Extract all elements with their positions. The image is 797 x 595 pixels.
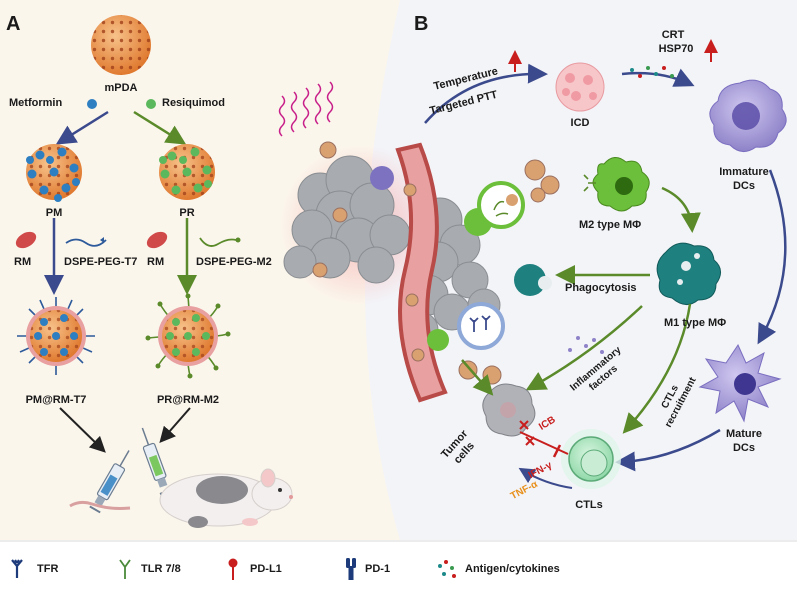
- arrow-immature-to-mature-dc: [757, 169, 787, 345]
- t7-peptide-icon: [65, 238, 107, 247]
- panel-b-label: B: [414, 13, 429, 35]
- immature-dc-cell: [709, 79, 787, 152]
- pd-l1-icon: [228, 558, 238, 580]
- arrow-ptt-to-icd: [424, 63, 548, 124]
- pm-rm-t7-nanoparticle: [17, 297, 95, 375]
- pr-nanoparticle: [159, 144, 215, 200]
- mature-dc-cell: [698, 343, 782, 423]
- arrow-mpda-to-pm: [55, 110, 109, 145]
- mature-dcs-label: Mature DCs: [725, 428, 763, 454]
- arrow-injection-right: [159, 407, 191, 444]
- pr-label: PR: [179, 207, 195, 219]
- resiquimod-label: Resiquimod: [162, 97, 225, 109]
- legend-pd-l1-label: PD-L1: [250, 563, 282, 575]
- rm-label-left: RM: [14, 256, 32, 268]
- crt-label: CRT: [661, 29, 685, 41]
- blood-vessel: [395, 142, 448, 403]
- metformin-molecule: [87, 99, 97, 109]
- immature-dcs-label: Immature DCs: [719, 166, 769, 192]
- pr-rm-m2-label: PR@RM-M2: [156, 394, 220, 406]
- red-blood-cell-icon: [146, 231, 168, 249]
- antigen-particles: [630, 66, 674, 78]
- mpda-label: mPDA: [104, 82, 138, 94]
- syringe-icon: [141, 427, 172, 495]
- arrow-cytokines-to-tumor: [518, 467, 573, 489]
- m2-macrophage-cell: [583, 157, 650, 212]
- red-blood-cell-icon: [15, 231, 37, 249]
- tlr-icon: [119, 559, 131, 579]
- icd-label: ICD: [570, 117, 590, 129]
- legend-tlr-label: TLR 7/8: [141, 563, 181, 575]
- hsp70-label: HSP70: [658, 43, 694, 55]
- pd-1-icon: [346, 558, 356, 580]
- phagocytosis-label: Phagocytosis: [565, 282, 637, 294]
- panel-a-label: A: [6, 13, 21, 35]
- dspe-m2-label: DSPE-PEG-M2: [196, 256, 272, 268]
- dspe-t7-label: DSPE-PEG-T7: [64, 256, 138, 268]
- legend-pd-1-label: PD-1: [365, 563, 391, 575]
- legend-tfr-label: TFR: [37, 563, 59, 575]
- pr-rm-m2-nanoparticle: [145, 293, 231, 379]
- arrow-injection-left: [59, 407, 106, 453]
- ctl-cell: [561, 429, 621, 489]
- m2-type-label: M2 type MΦ: [579, 219, 642, 231]
- tfr-binding-zoom: [457, 302, 505, 350]
- antigen-icon: [438, 560, 456, 578]
- rm-label-right: RM: [147, 256, 165, 268]
- m1-type-label: M1 type MΦ: [664, 317, 727, 329]
- laser-icon: [278, 81, 334, 137]
- mouse-icon: [69, 468, 293, 528]
- legend-antigen-label: Antigen/cytokines: [465, 563, 560, 575]
- pm-nanoparticle: [26, 144, 82, 202]
- mpda-nanoparticle: [91, 15, 151, 75]
- metformin-label: Metformin: [9, 97, 63, 109]
- m2-peptide-icon: [199, 237, 237, 247]
- pm-label: PM: [45, 207, 63, 219]
- arrow-m2-to-m1: [661, 186, 701, 233]
- m1-macrophage-engulfing: [514, 264, 546, 296]
- icd-cell: [555, 62, 605, 112]
- arrow-to-tumor-cells: [461, 359, 494, 396]
- tfr-icon: [11, 559, 23, 578]
- m2-binding-zoom: [477, 181, 525, 229]
- macrophage-small: [427, 329, 449, 351]
- resiquimod-molecule: [146, 99, 156, 109]
- legend-background: [0, 540, 797, 595]
- pm-rm-t7-label: PM@RM-T7: [25, 394, 87, 406]
- panel-b-background: [365, 0, 797, 540]
- arrow-mature-dc-to-ctls: [615, 428, 721, 472]
- icb-block-line: [519, 431, 569, 455]
- dendritic-cell-small: [370, 166, 394, 190]
- icb-cross-marks: [519, 420, 535, 446]
- arrow-inflammatory-factors: [525, 305, 643, 391]
- arrow-ctls-recruitment: [622, 303, 692, 434]
- m1-macrophage-cell: [656, 242, 721, 305]
- syringe-icon: [89, 450, 130, 514]
- arrow-icd-to-immature-dc: [621, 68, 695, 87]
- cytokine-particles: [568, 336, 604, 354]
- arrow-mpda-to-pr: [133, 110, 187, 145]
- ctls-label: CTLs: [575, 499, 603, 511]
